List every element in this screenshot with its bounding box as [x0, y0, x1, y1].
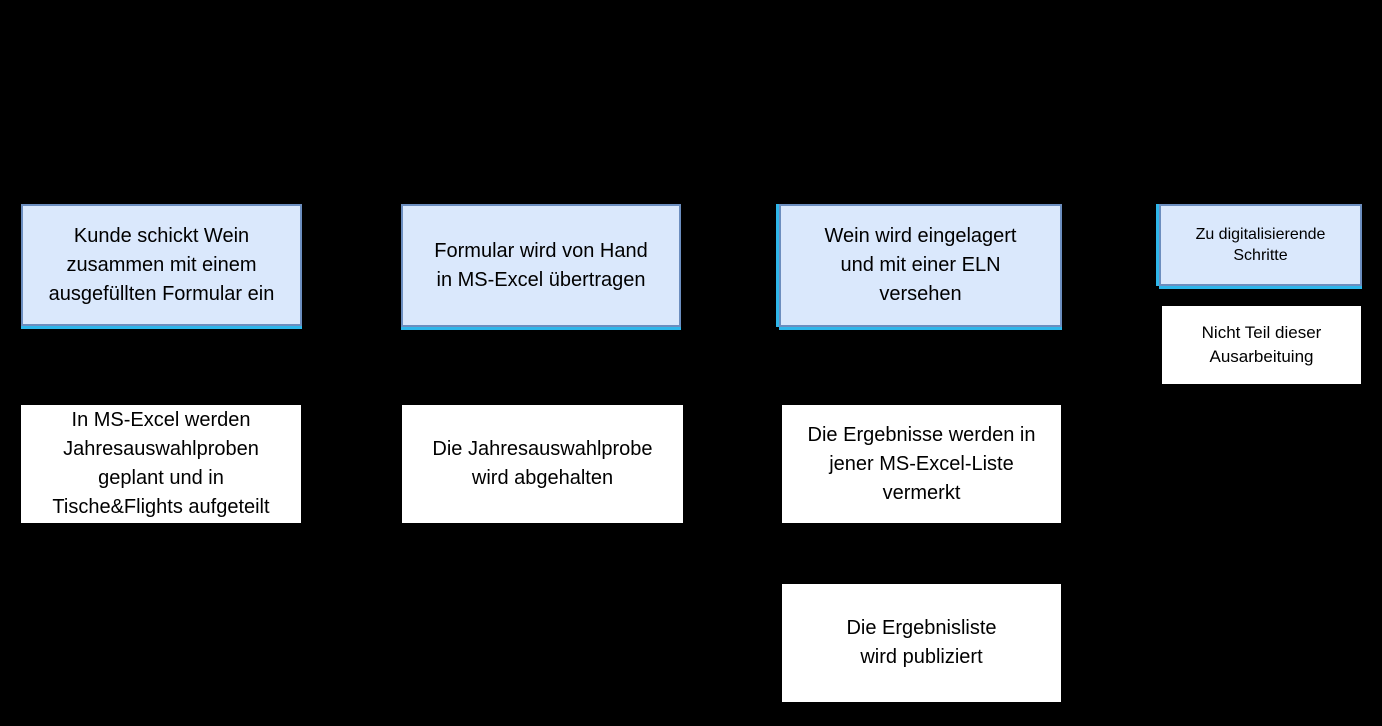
legend-item-not-covered[interactable]: Nicht Teil dieser Ausarbeituing [1162, 306, 1361, 384]
process-step-label: In MS-Excel werden Jahresauswahlproben g… [52, 409, 270, 518]
process-step-receive-wine[interactable]: Kunde schickt Wein zusammen mit einem au… [21, 204, 302, 326]
process-step-label: Die Ergebnisse werden in jener MS-Excel-… [807, 423, 1036, 504]
process-step-label: Kunde schickt Wein zusammen mit einem au… [48, 224, 275, 305]
legend-item-label: Zu digitalisierende Schritte [1195, 226, 1326, 264]
process-step-plan-samples[interactable]: In MS-Excel werden Jahresauswahlproben g… [21, 405, 301, 523]
process-step-label: Die Ergebnisliste wird publiziert [846, 617, 997, 668]
process-step-label: Wein wird eingelagert und mit einer ELN … [824, 225, 1017, 305]
process-step-label: Die Jahresauswahlprobe wird abgehalten [432, 438, 653, 489]
process-step-store-wine-eln[interactable]: Wein wird eingelagert und mit einer ELN … [779, 204, 1062, 327]
process-step-record-results[interactable]: Die Ergebnisse werden in jener MS-Excel-… [782, 405, 1061, 523]
process-step-label: Formular wird von Hand in MS-Excel übert… [434, 239, 648, 291]
process-step-publish-results[interactable]: Die Ergebnisliste wird publiziert [782, 584, 1061, 702]
process-step-hold-tasting[interactable]: Die Jahresauswahlprobe wird abgehalten [402, 405, 683, 523]
legend-item-label: Nicht Teil dieser Ausarbeituing [1201, 323, 1322, 366]
process-step-transfer-to-excel[interactable]: Formular wird von Hand in MS-Excel übert… [401, 204, 681, 327]
legend-item-to-digitize[interactable]: Zu digitalisierende Schritte [1159, 204, 1362, 286]
